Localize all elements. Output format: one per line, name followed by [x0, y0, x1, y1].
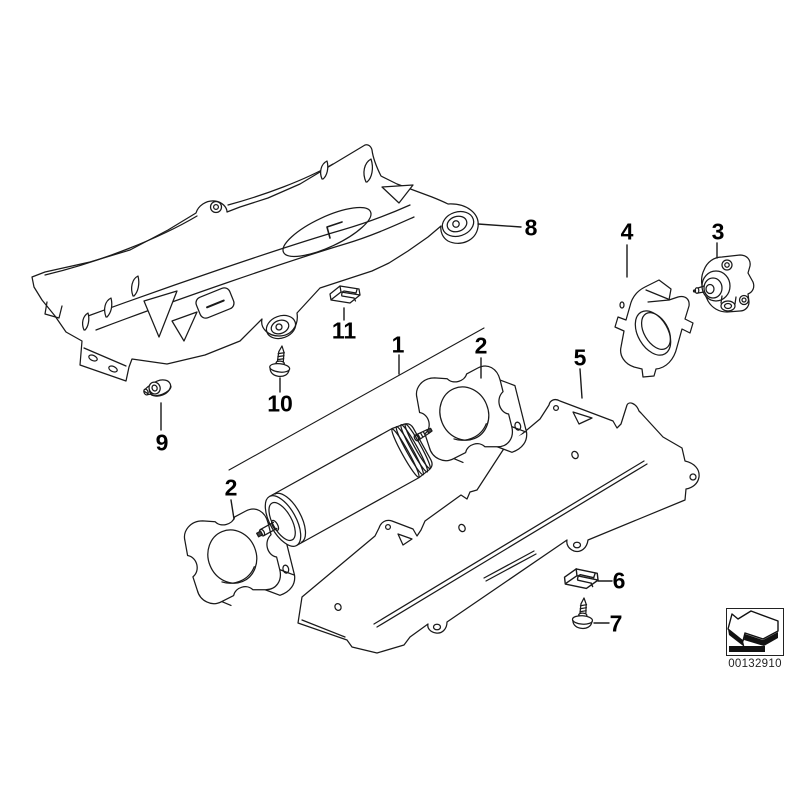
callout-1: 1: [391, 331, 405, 358]
part-11-clip: [329, 285, 361, 304]
part-6-clip: [563, 568, 599, 590]
callout-2-left: 2: [224, 474, 238, 501]
part-1-fuel-filter: [256, 423, 433, 547]
part-8-shield-bracket: [31, 144, 479, 382]
callout-10: 10: [267, 390, 293, 417]
callout-8: 8: [524, 214, 538, 241]
part-3-pressure-regulator: [692, 254, 755, 313]
part-2-clamp-left: [183, 508, 296, 607]
callout-9: 9: [155, 429, 169, 456]
leader-lines: [160, 223, 718, 624]
callout-6: 6: [612, 567, 626, 594]
callout-11: 11: [331, 317, 357, 344]
part-10-screw: [269, 345, 291, 378]
callout-7: 7: [609, 610, 623, 637]
callout-3: 3: [711, 218, 725, 245]
callout-4: 4: [620, 218, 634, 245]
callout-2-right: 2: [474, 332, 488, 359]
part-9-rivet: [143, 379, 172, 397]
image-number: 00132910: [728, 658, 782, 670]
callout-5: 5: [573, 344, 587, 371]
image-number-stamp-box: [726, 608, 784, 656]
part-7-screw: [571, 597, 594, 630]
part-4-holder-bracket: [614, 279, 694, 378]
part-2-clamp-right: [415, 365, 528, 464]
arrow-down-left-icon: [727, 610, 779, 652]
part-5-cover-plate: [297, 399, 700, 654]
